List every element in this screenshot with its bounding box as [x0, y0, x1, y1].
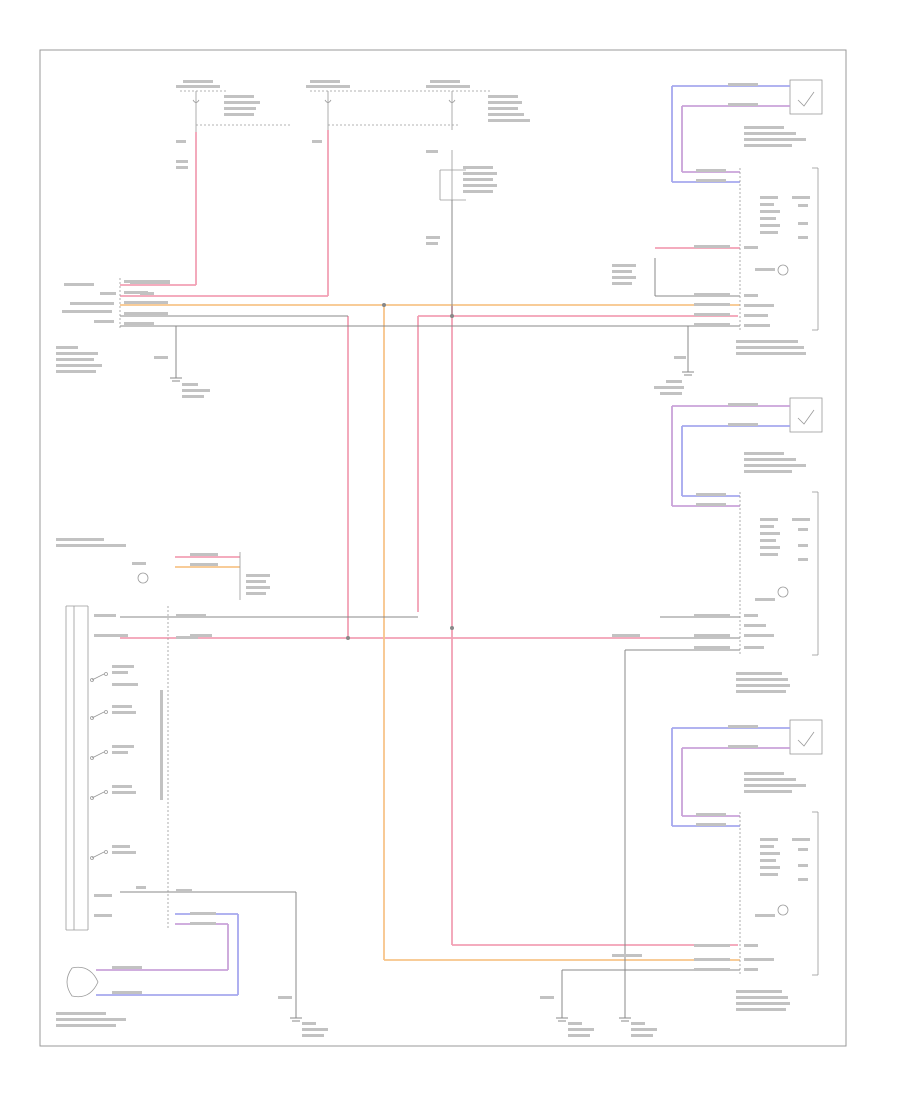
- orange-wires: [120, 304, 740, 961]
- ground-g4-g5-text: [540, 996, 657, 1037]
- master-switch-contacts: [90, 672, 108, 860]
- right-front-motor-text: [696, 83, 806, 182]
- left-front-power-window-motor: [66, 913, 239, 998]
- fuse-block-module: [439, 150, 466, 220]
- right-rear-motor-text: [696, 725, 806, 826]
- passenger-switch-text: [612, 196, 810, 355]
- fuse-hot-in-run-center: [310, 90, 460, 130]
- bus-labels: [130, 281, 642, 957]
- left-rear-power-window-switch: [739, 491, 819, 656]
- ground-g4: [556, 1012, 568, 1022]
- master-switch-text: [56, 538, 212, 917]
- left-rear-motor-text: [696, 403, 806, 506]
- ground-g2-text: [278, 996, 328, 1037]
- right-front-power-window-motor: [671, 79, 823, 183]
- right-rear-switch-text: [694, 838, 810, 1011]
- fuse-text-marks: [176, 80, 530, 245]
- fuse-hot-in-acc-right: [360, 90, 490, 130]
- power-window-master-switch: [65, 605, 169, 931]
- right-rear-power-window-switch: [739, 811, 819, 976]
- ground-g3: [682, 326, 694, 376]
- chime-unit: [137, 552, 241, 600]
- fuse-hot-at-all-times-left: [180, 90, 292, 132]
- passenger-power-window-switch: [739, 167, 819, 331]
- ground-g1: [170, 372, 182, 382]
- ground-g5: [619, 1012, 631, 1022]
- ground-g1-text: [154, 356, 210, 398]
- diagram-frame: [39, 49, 847, 1047]
- ground-g3-text: [654, 356, 686, 395]
- chime-text: [132, 553, 270, 595]
- left-rear-switch-text: [612, 518, 810, 693]
- junction-dots: [346, 303, 454, 640]
- ground-g2: [290, 1012, 302, 1022]
- left-front-motor-text: [56, 912, 216, 1027]
- gray-wires: [120, 200, 740, 1012]
- pink-wires: [120, 130, 740, 946]
